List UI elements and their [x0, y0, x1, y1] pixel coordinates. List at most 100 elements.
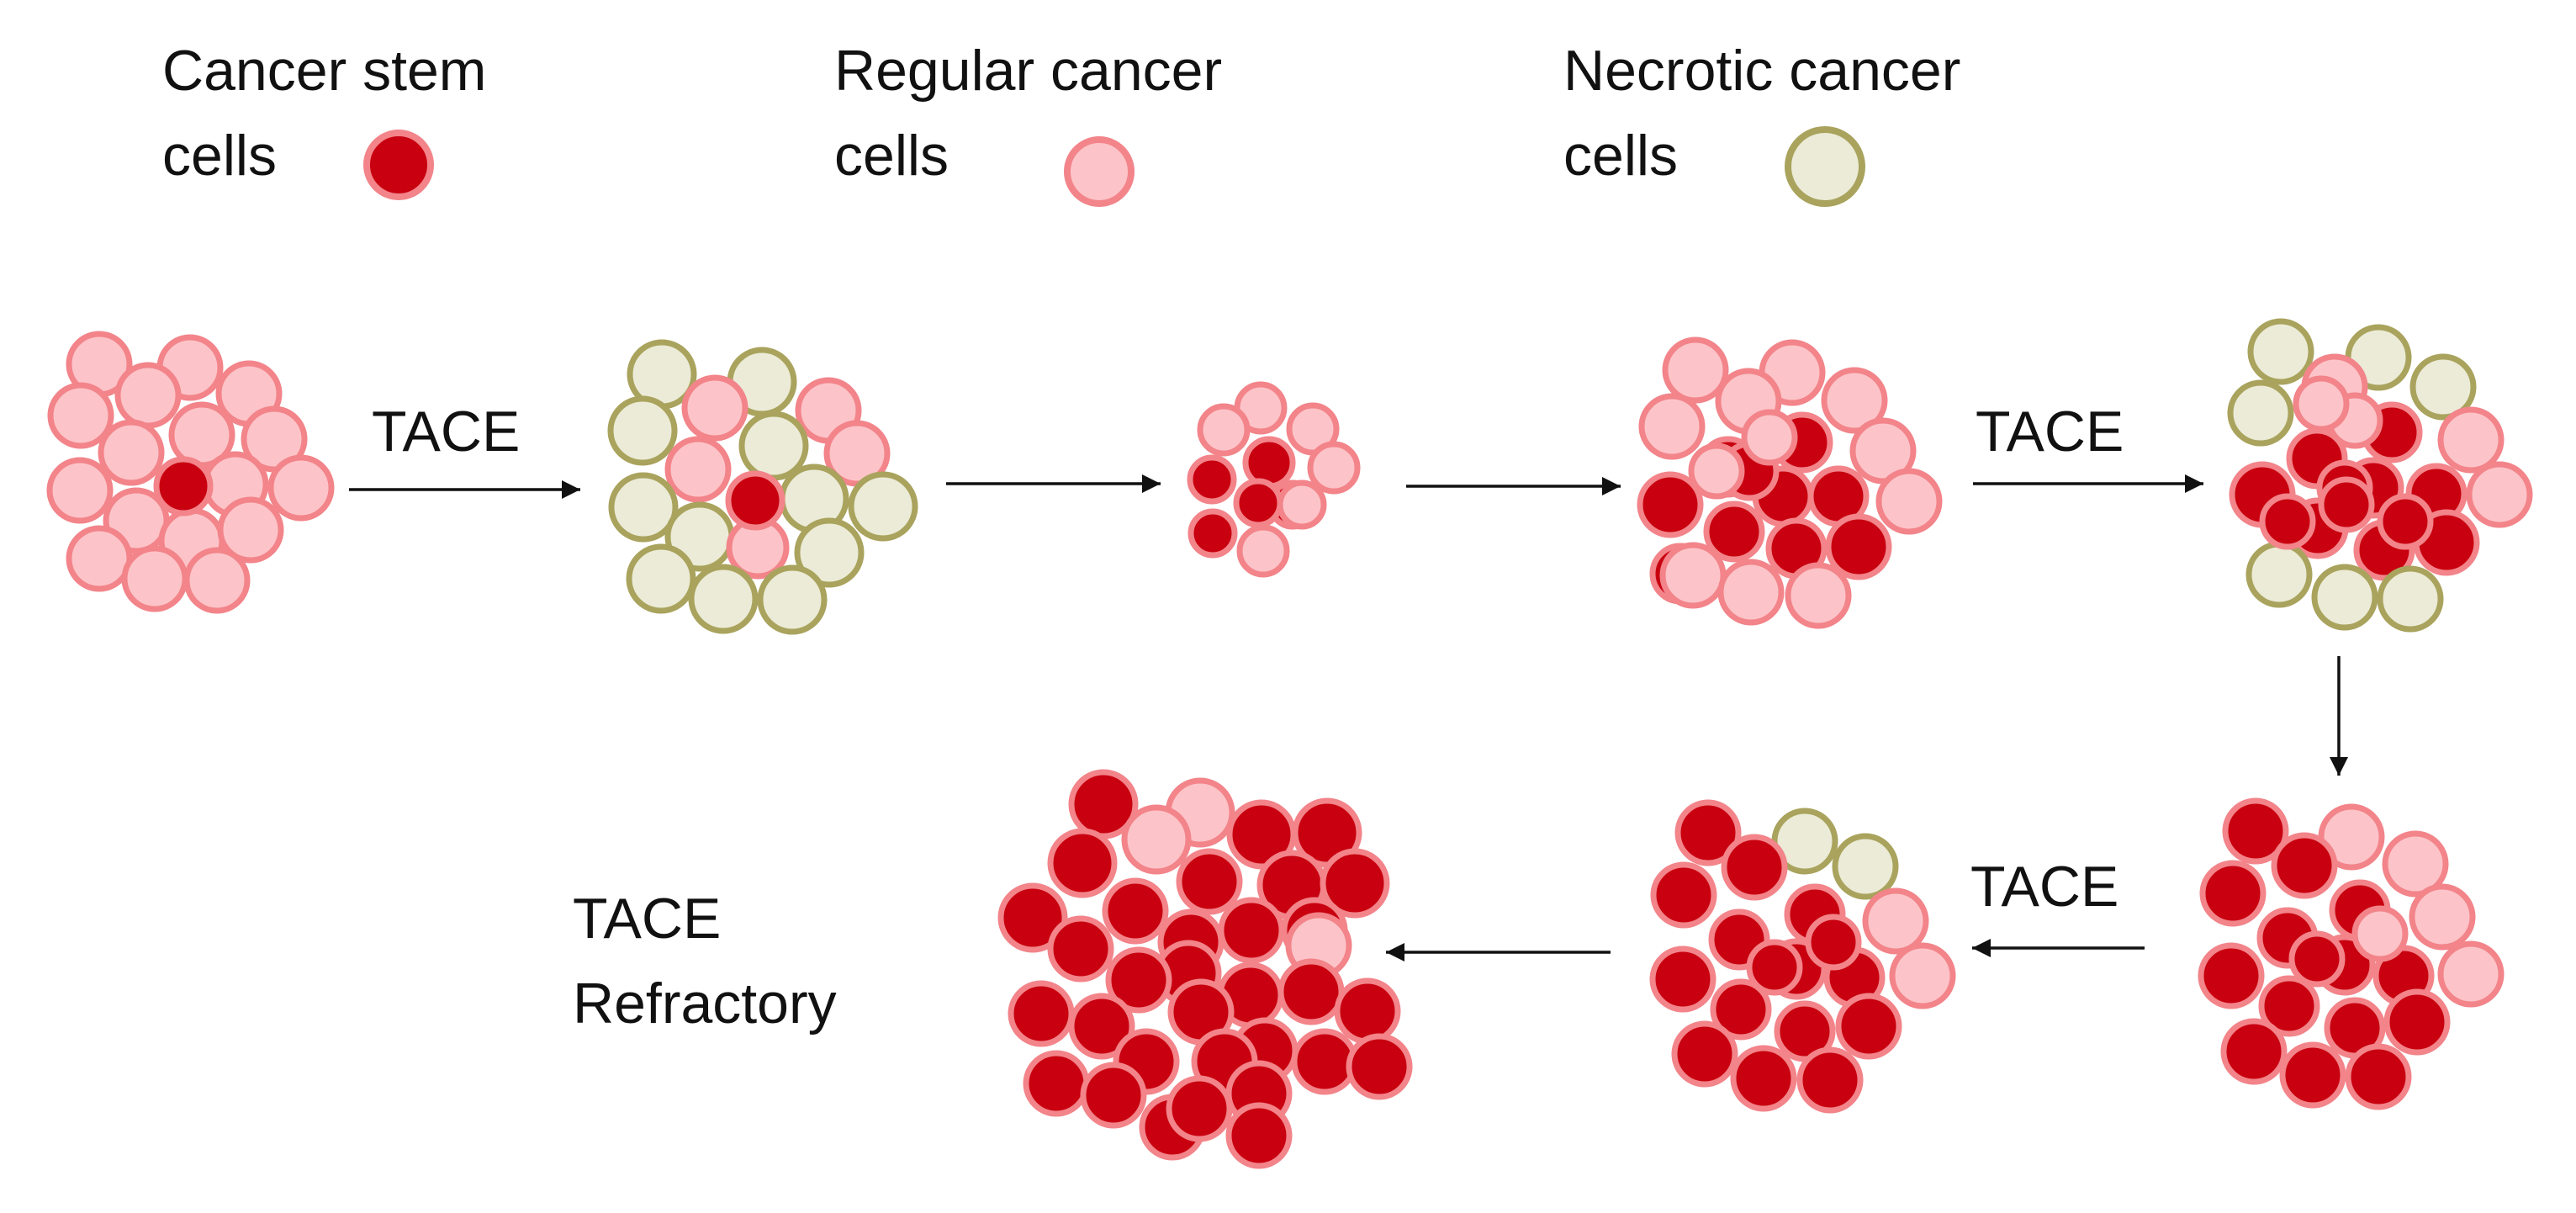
stem-cell — [1334, 977, 1401, 1045]
regular-cell — [1662, 336, 1729, 404]
tumor-shrunken-tumor — [1187, 381, 1361, 578]
stem-cell — [2318, 476, 2375, 533]
regular-cell — [66, 525, 133, 592]
necrotic-cell — [848, 471, 918, 542]
necrotic-cell — [738, 411, 809, 481]
stem-cell — [1835, 993, 1902, 1060]
stem-cell — [1080, 1062, 1147, 1129]
stem-cell — [1105, 946, 1172, 1014]
regular-cell — [1875, 468, 1943, 535]
regular-cell — [1717, 559, 1785, 626]
tumor-regrown-tumor-2 — [2198, 797, 2505, 1110]
stem-cell — [1637, 471, 1704, 538]
stem-cell — [2279, 1041, 2346, 1109]
legend-item-stem: Cancer stem cells — [162, 39, 486, 200]
stem-cell — [1218, 897, 1285, 964]
stem-cell — [2377, 493, 2434, 550]
legend-swatch-necrotic — [1785, 126, 1865, 207]
regular-cell — [121, 545, 188, 612]
regular-cell — [1197, 403, 1251, 457]
necrotic-cell — [2409, 353, 2477, 421]
tumor-after-first-tace — [607, 339, 918, 635]
tumor-initial-tumor — [46, 331, 335, 614]
stem-cell — [1187, 454, 1237, 505]
necrotic-cell — [688, 564, 759, 634]
stem-cell — [1047, 915, 1114, 983]
necrotic-cell — [2377, 565, 2444, 633]
stem-cell — [725, 470, 785, 531]
stem-cell — [1320, 848, 1390, 919]
regular-cell — [217, 496, 284, 564]
necrotic-cell — [2311, 564, 2378, 631]
stem-cell — [2345, 1043, 2412, 1110]
regular-cell — [664, 436, 732, 503]
tumor-regrown-tumor — [1637, 336, 1943, 629]
stem-cell — [1674, 799, 1742, 866]
stem-cell — [1233, 478, 1283, 528]
stem-cell — [1102, 877, 1169, 945]
stem-cell — [2259, 493, 2316, 550]
legend-item-necrotic: Necrotic cancer cells — [1563, 39, 1960, 207]
necrotic-cell — [2247, 318, 2314, 385]
legend-label-regular-line2: cells — [834, 124, 949, 188]
stem-cell — [1805, 914, 1862, 971]
tace-label-2: TACE — [1976, 400, 2124, 463]
stem-cell — [2199, 860, 2267, 927]
regular-cell — [1688, 442, 1745, 500]
regular-cell — [2293, 375, 2350, 432]
stem-cell — [1068, 993, 1135, 1060]
stem-cell — [1176, 848, 1243, 915]
regular-cell — [183, 547, 251, 614]
stem-cell — [1225, 1102, 1293, 1169]
stem-cell — [997, 882, 1068, 953]
tumor-after-second-tace — [2227, 318, 2533, 633]
regular-cell — [1121, 804, 1192, 875]
legend-swatch-regular — [1064, 136, 1135, 207]
necrotic-cell — [626, 543, 696, 614]
regular-cell — [114, 362, 182, 429]
stem-cell — [1291, 1028, 1358, 1095]
regular-cell — [2466, 461, 2533, 528]
refractory-label-line2: Refractory — [573, 972, 837, 1036]
stem-cell — [1346, 1033, 1413, 1100]
stem-cell — [2198, 942, 2265, 1009]
stem-cell — [1671, 1020, 1738, 1088]
legend-swatch-stem — [363, 130, 434, 200]
regular-cell — [1821, 367, 1888, 434]
tumor-after-third-tace — [1649, 799, 1956, 1114]
regular-cell — [2382, 830, 2449, 898]
regular-cell — [2409, 883, 2476, 951]
regular-cell — [1307, 441, 1361, 495]
stem-cell — [1187, 508, 1238, 559]
regular-cell — [1236, 524, 1290, 578]
stem-cell — [1166, 1075, 1233, 1142]
legend-label-regular-line1: Regular cancer — [834, 39, 1222, 103]
necrotic-cell — [1832, 833, 1899, 900]
regular-cell — [1785, 562, 1852, 629]
legend-label-necrotic-line2: cells — [1563, 124, 1678, 188]
necrotic-cell — [757, 564, 828, 635]
regular-cell — [2351, 905, 2409, 962]
stem-cell — [1730, 1045, 1797, 1112]
stem-cell — [2222, 797, 2289, 865]
stem-cell — [1796, 1046, 1864, 1114]
tumor-clusters — [46, 318, 2533, 1169]
refractory-label-line1: TACE — [573, 887, 721, 951]
stem-cell — [2258, 975, 2320, 1037]
legend-item-regular: Regular cancer cells — [834, 39, 1222, 207]
stem-cell — [2383, 988, 2451, 1056]
stem-cell — [2220, 1018, 2288, 1085]
tace-label-1: TACE — [372, 400, 520, 463]
stem-cell — [1650, 861, 1717, 929]
regular-cell — [98, 419, 165, 486]
regular-cell — [1638, 393, 1706, 460]
arrows — [349, 474, 2348, 961]
regular-cell — [267, 454, 335, 522]
regular-cell — [2437, 406, 2505, 474]
regular-cell — [47, 382, 114, 449]
stem-cell — [2288, 930, 2346, 988]
regular-cell — [681, 374, 748, 442]
stem-cell — [1703, 501, 1765, 563]
